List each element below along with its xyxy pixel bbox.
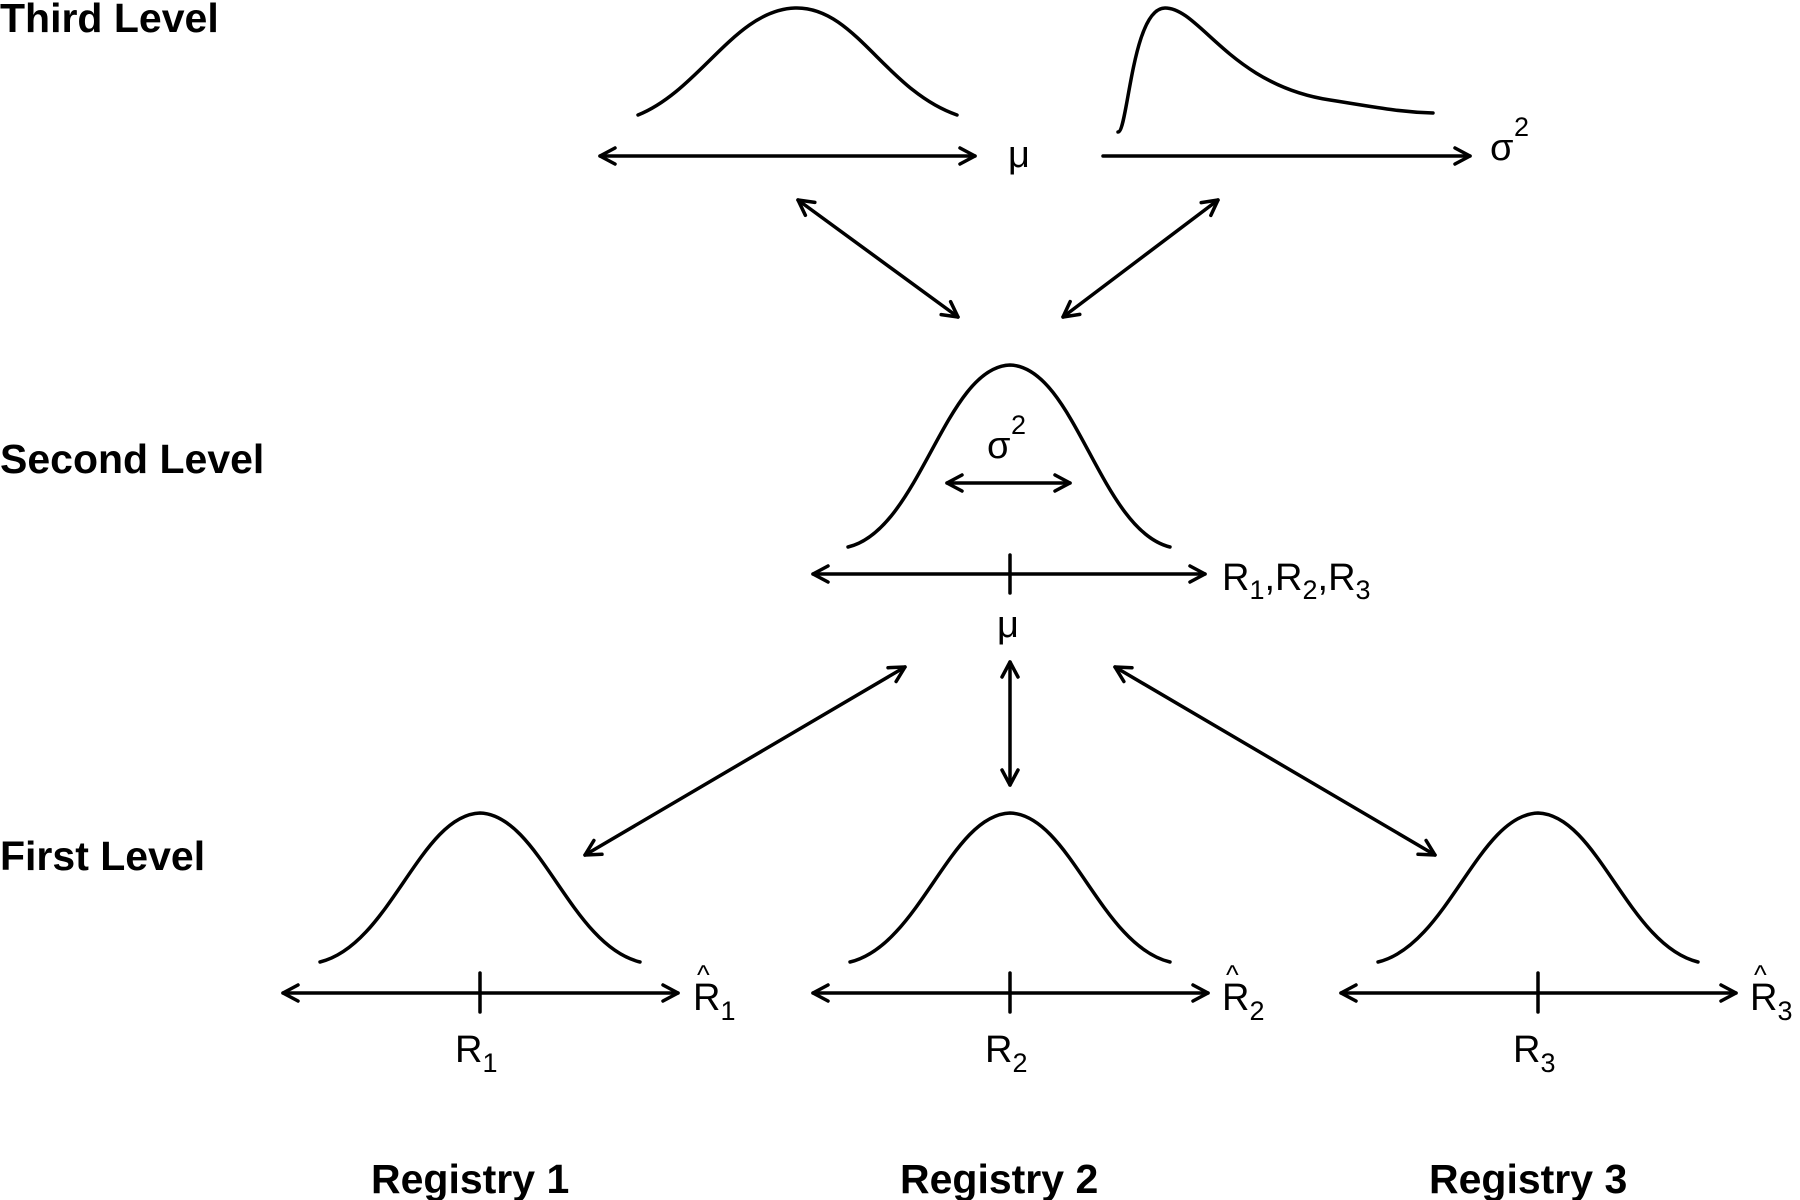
- registry-1-name: Registry 1: [371, 1156, 569, 1200]
- second-level-label: Second Level: [0, 436, 264, 482]
- registry-1-estimate-label: R1: [693, 977, 735, 1026]
- registry-3-true-label: R3: [1513, 1029, 1555, 1078]
- sigma-width-label: σ: [987, 425, 1010, 467]
- registry-2-curve: [848, 811, 1172, 964]
- registry-2-hat: ^: [1226, 960, 1239, 990]
- registry-3-estimate-label: R3: [1750, 977, 1792, 1026]
- link-mu-prior-to-second: [796, 198, 960, 319]
- sigma-prior-label: σ: [1490, 127, 1513, 169]
- registry-3-hat: ^: [1754, 960, 1767, 990]
- registry-1-curve: [318, 811, 642, 964]
- first-level-label: First Level: [0, 833, 205, 879]
- second-level-axis-label: R1,R2,R3: [1222, 557, 1371, 605]
- registry-3-name: Registry 3: [1429, 1156, 1627, 1200]
- registry-3-distribution: R3 ^ R3 Registry 3: [1339, 811, 1792, 1200]
- registry-2-name: Registry 2: [900, 1156, 1098, 1200]
- third-level-label: Third Level: [0, 0, 219, 41]
- link-second-to-registry-3: [1113, 665, 1437, 857]
- registry-2-estimate-label: R2: [1222, 977, 1264, 1026]
- registry-2-true-label: R2: [985, 1029, 1027, 1078]
- registry-1-hat: ^: [697, 960, 710, 990]
- sigma-width-sup: 2: [1011, 410, 1026, 440]
- link-second-to-registry-1: [583, 665, 907, 857]
- link-sigma-prior-to-second: [1061, 198, 1220, 319]
- mu-prior-curve: [636, 6, 959, 117]
- mu-prior-label: μ: [1008, 134, 1030, 176]
- registry-3-curve: [1376, 811, 1700, 964]
- registry-2-distribution: R2 ^ R2 Registry 2: [811, 811, 1264, 1200]
- sigma-prior-curve: [1116, 6, 1435, 134]
- second-level-curve: [846, 363, 1172, 549]
- registry-1-true-label: R1: [455, 1029, 497, 1078]
- registry-1-distribution: R1 ^ R1 Registry 1: [281, 811, 735, 1200]
- sigma-prior-sup: 2: [1514, 112, 1529, 142]
- second-level-mean-label: μ: [997, 604, 1019, 646]
